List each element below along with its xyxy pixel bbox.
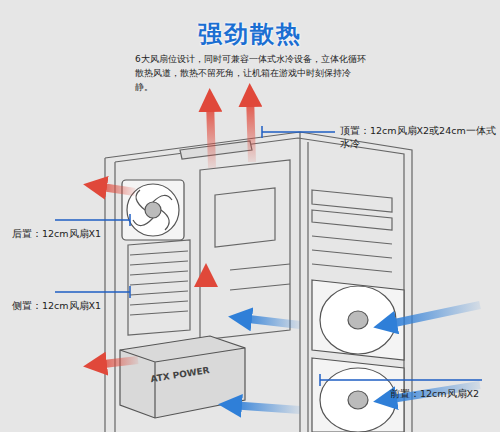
hot-air-arrows — [95, 95, 252, 365]
leader-lines — [55, 126, 482, 386]
power-supply — [120, 336, 245, 418]
callout-label: 顶置：12cm风扇X2或24cm一体式水冷 — [340, 125, 498, 151]
callout-label: 后置：12cm风扇X1 — [12, 228, 132, 241]
page-title: 强劲散热 — [100, 18, 400, 50]
intro-text: 6大风扇位设计，同时可兼容一体式水冷设备，立体化循环散热风道，散热不留死角，让机… — [135, 52, 367, 94]
callout-label: 侧置：12cm风扇X1 — [12, 300, 132, 313]
front-fans — [312, 280, 404, 432]
case-frame — [105, 132, 412, 432]
callout-label: 前置：12cm风扇X2 — [390, 388, 500, 401]
